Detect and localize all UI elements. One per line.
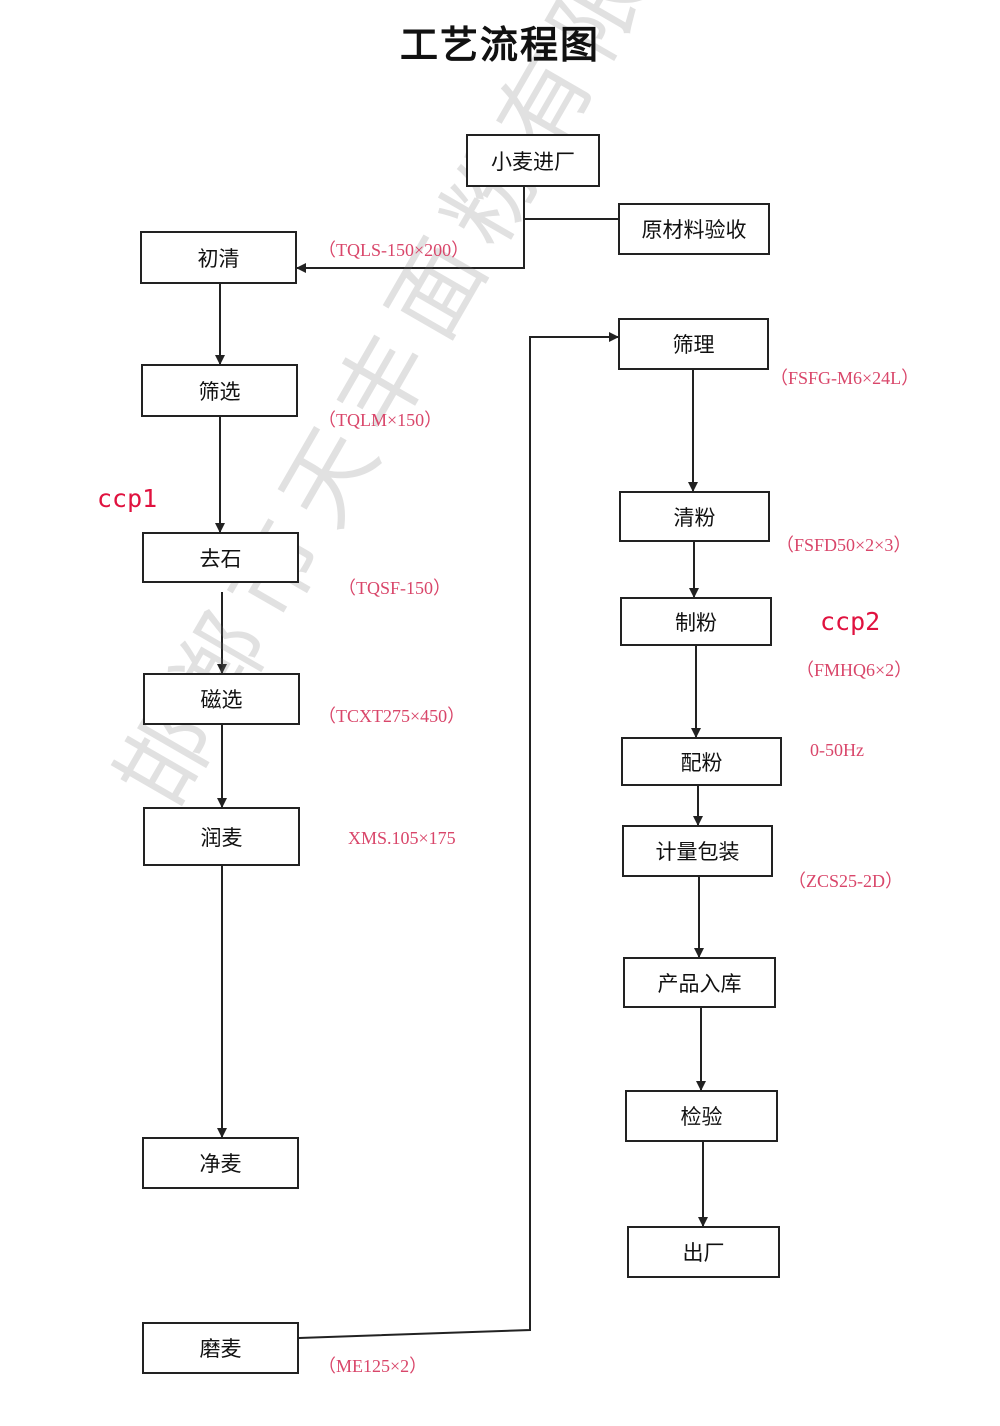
ccp1-label: ccp1 (97, 484, 158, 513)
node-flour-making: 制粉 (620, 597, 772, 646)
node-screening: 筛选 (141, 364, 298, 417)
node-destoning: 去石 (142, 532, 299, 583)
node-preliminary-cleaning: 初清 (140, 231, 297, 284)
node-sifting: 筛理 (618, 318, 769, 370)
node-flour-blending: 配粉 (621, 737, 782, 786)
connector-milling-to-sifting (298, 332, 619, 1339)
annotation-magnetic-model: （TCXT275×450） (318, 706, 466, 726)
node-product-warehousing: 产品入库 (623, 957, 776, 1008)
node-wheat-intake: 小麦进厂 (466, 134, 600, 187)
page-title: 工艺流程图 (399, 22, 600, 67)
annotation-milling-model: （ME125×2） (318, 1356, 428, 1376)
node-inspection: 检验 (625, 1090, 778, 1142)
annotation-purifying-model: （FSFD50×2×3） (776, 535, 912, 555)
node-weighing-packing: 计量包装 (622, 825, 773, 877)
annotation-packing-model: （ZCS25-2D） (788, 871, 904, 891)
node-purifying: 清粉 (619, 491, 770, 542)
node-exit-factory: 出厂 (627, 1226, 780, 1278)
annotation-sifting-model: （FSFG-M6×24L） (770, 368, 920, 388)
annotation-tempering-model: XMS.105×175 (348, 828, 456, 848)
annotation-flourmaking-model: （FMHQ6×2） (796, 660, 913, 680)
annotation-screening-model: （TQLM×150） (318, 410, 443, 430)
node-magnetic-separation: 磁选 (143, 673, 300, 725)
ccp2-label: ccp2 (820, 607, 881, 636)
annotation-destoning-model: （TQSF-150） (338, 578, 452, 598)
annotation-blending-frequency: 0-50Hz (810, 740, 864, 760)
node-tempering: 润麦 (143, 807, 300, 866)
connector-intake-to-preclean (296, 186, 525, 273)
node-clean-wheat: 净麦 (142, 1137, 299, 1189)
node-raw-material-acceptance: 原材料验收 (618, 203, 770, 255)
annotation-preclean-model: （TQLS-150×200） (318, 240, 470, 260)
node-milling: 磨麦 (142, 1322, 299, 1374)
